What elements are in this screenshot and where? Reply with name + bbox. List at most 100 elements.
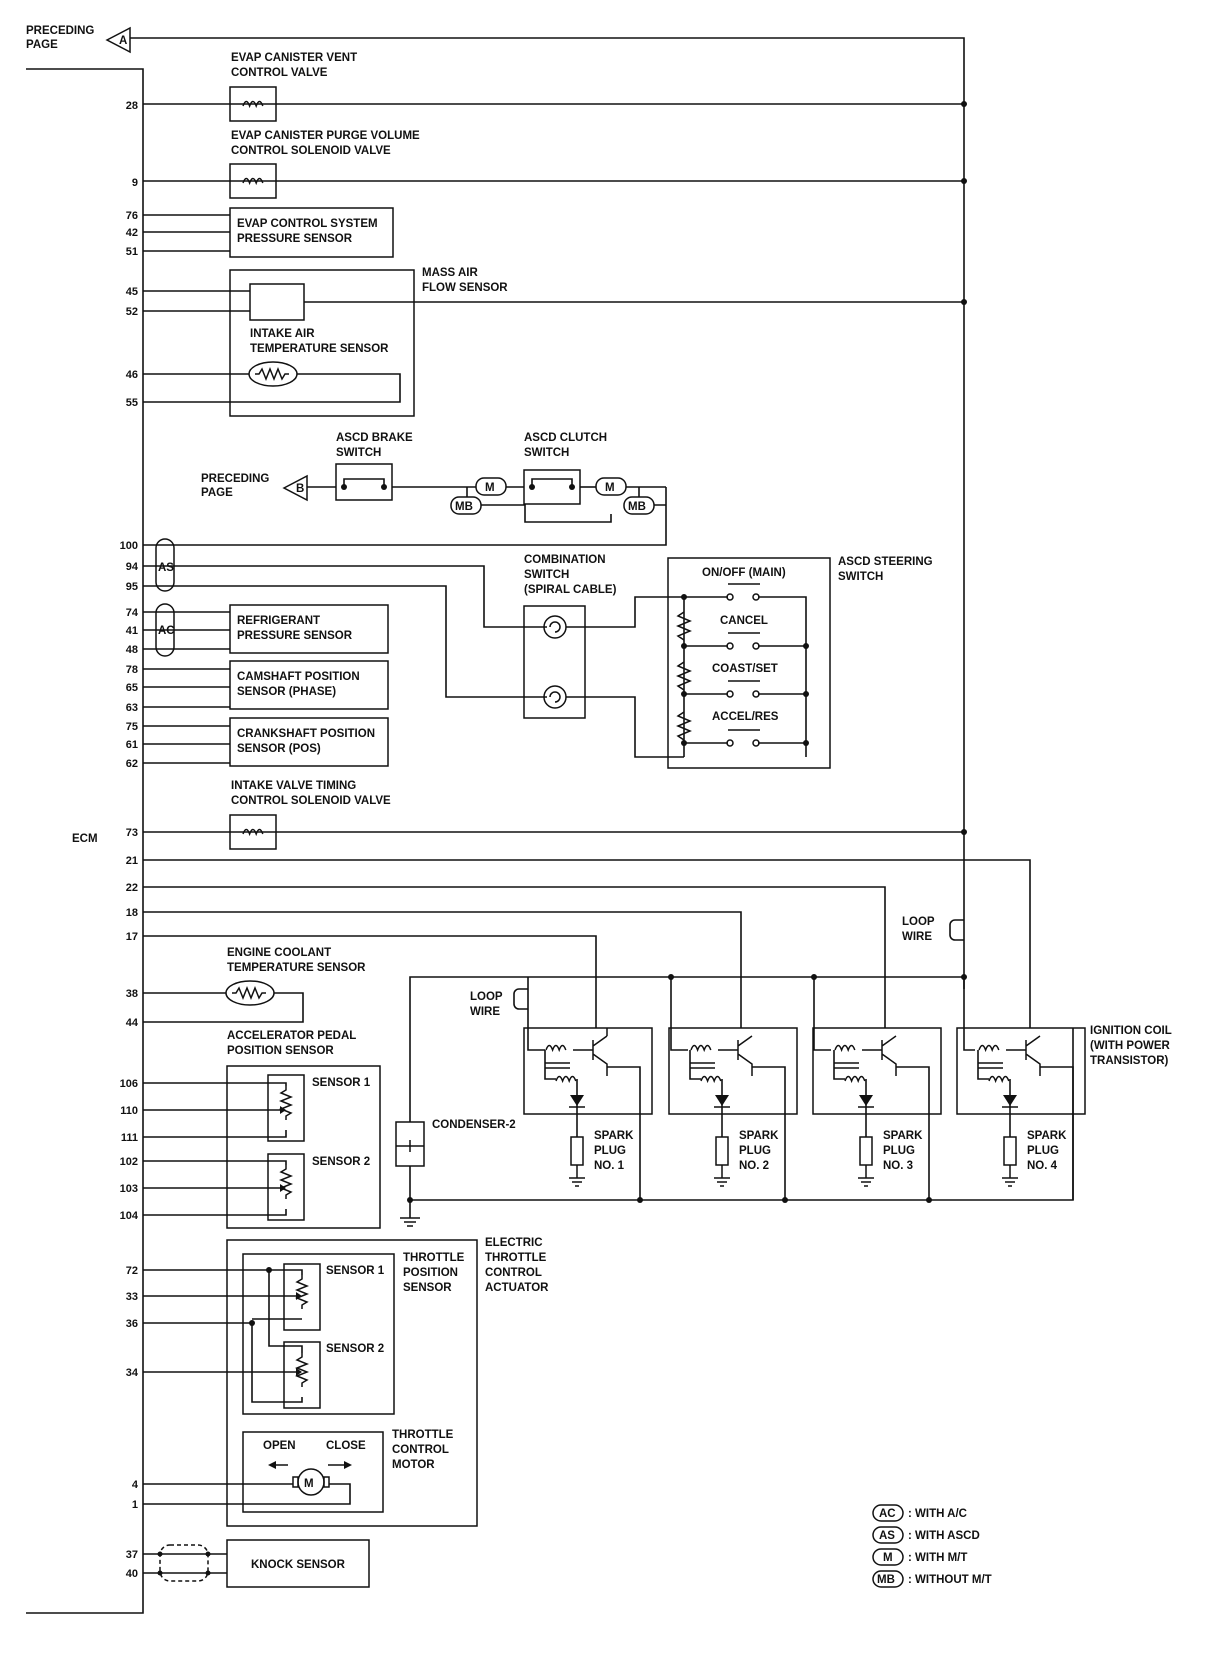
pin-38: 38 xyxy=(126,988,138,1000)
ignition-coil-label2: (WITH POWER xyxy=(1090,1040,1171,1052)
pin-100: 100 xyxy=(120,540,138,552)
ecm-label: ECM xyxy=(72,833,98,845)
ascd-clutch-label1: ASCD CLUTCH xyxy=(524,432,607,444)
accelerator-pedal-position-sensor: ACCELERATOR PEDAL POSITION SENSOR SENSOR… xyxy=(120,1030,381,1229)
maf-label2: FLOW SENSOR xyxy=(422,282,508,294)
tag-m-1: M xyxy=(485,482,495,494)
app-sensor2-label: SENSOR 2 xyxy=(312,1156,370,1168)
intake-valve-label1: INTAKE VALVE TIMING xyxy=(231,780,356,792)
pin-103: 103 xyxy=(120,1183,138,1195)
ignition-coil-label1: IGNITION COIL xyxy=(1090,1025,1172,1037)
motor-label2: CONTROL xyxy=(392,1444,449,1456)
steer-btn-coastset: COAST/SET xyxy=(712,663,778,675)
refrigerant-pressure-sensor: AC 74 41 48 REFRIGERANT PRESSURE SENSOR xyxy=(126,603,389,657)
etc-label3: CONTROL xyxy=(485,1267,542,1279)
engine-coolant-temperature-sensor: ENGINE COOLANT TEMPERATURE SENSOR 38 44 xyxy=(126,947,366,1029)
pin-95: 95 xyxy=(126,581,138,593)
maf-label1: MASS AIR xyxy=(422,267,478,279)
pin-9: 9 xyxy=(132,177,138,189)
camshaft-label1: CAMSHAFT POSITION xyxy=(237,671,360,683)
spark2-l1: SPARK xyxy=(739,1130,779,1142)
spark2-l3: NO. 2 xyxy=(739,1160,769,1172)
camshaft-label2: SENSOR (PHASE) xyxy=(237,686,336,698)
ascd-steering-label1: ASCD STEERING xyxy=(838,556,933,568)
steer-btn-accelres: ACCEL/RES xyxy=(712,711,779,723)
knock-label: KNOCK SENSOR xyxy=(251,1559,346,1571)
pin-41: 41 xyxy=(126,625,138,637)
pin-102: 102 xyxy=(120,1156,138,1168)
iat-label2: TEMPERATURE SENSOR xyxy=(250,343,389,355)
pin-44: 44 xyxy=(126,1017,139,1029)
ect-label1: ENGINE COOLANT xyxy=(227,947,331,959)
crankshaft-position-sensor: CRANKSHAFT POSITION SENSOR (POS) 75 61 6… xyxy=(126,717,389,770)
steer-btn-cancel: CANCEL xyxy=(720,615,768,627)
pin-104: 104 xyxy=(120,1210,139,1222)
motor-label1: THROTTLE xyxy=(392,1429,454,1441)
pin-61: 61 xyxy=(126,739,138,751)
combination-label2: SWITCH xyxy=(524,569,569,581)
loop-wire-label2: WIRE xyxy=(902,931,932,943)
spark1-l1: SPARK xyxy=(594,1130,634,1142)
etc-label4: ACTUATOR xyxy=(485,1282,549,1294)
spark4-l2: PLUG xyxy=(1027,1145,1059,1157)
preceding-a-line2: PAGE xyxy=(26,39,58,51)
ignition-unit-2: SPARK PLUG NO. 2 xyxy=(668,1027,798,1200)
pin-18: 18 xyxy=(126,907,138,919)
ignition-coil-label3: TRANSISTOR) xyxy=(1090,1055,1169,1067)
pin-28: 28 xyxy=(126,100,138,112)
loop-wire2-label1: LOOP xyxy=(470,991,503,1003)
tps-sensor2-label: SENSOR 2 xyxy=(326,1343,384,1355)
pin-110: 110 xyxy=(120,1105,138,1117)
pin-40: 40 xyxy=(126,1568,138,1580)
legend-as-text: : WITH ASCD xyxy=(908,1530,980,1542)
legend-ac-text: : WITH A/C xyxy=(908,1508,967,1520)
pin-36: 36 xyxy=(126,1318,138,1330)
app-label2: POSITION SENSOR xyxy=(227,1045,334,1057)
pin-78: 78 xyxy=(126,664,138,676)
legend-m-tag: M xyxy=(883,1552,893,1564)
pin-48: 48 xyxy=(126,644,138,656)
etc-label1: ELECTRIC xyxy=(485,1237,543,1249)
pin-75: 75 xyxy=(126,721,138,733)
pin-55: 55 xyxy=(126,397,138,409)
mass-air-flow-sensor: MASS AIR FLOW SENSOR 45 52 INTAKE AIR TE… xyxy=(126,267,967,417)
spark1-l2: PLUG xyxy=(594,1145,626,1157)
pin-22: 22 xyxy=(126,882,138,894)
spark1-l3: NO. 1 xyxy=(594,1160,625,1172)
pin-46: 46 xyxy=(126,369,138,381)
legend: AC : WITH A/C AS : WITH ASCD M : WITH M/… xyxy=(872,1504,992,1588)
evap-pressure-sensor: EVAP CONTROL SYSTEM PRESSURE SENSOR 76 4… xyxy=(126,207,394,258)
condenser-2: CONDENSER-2 xyxy=(395,1119,516,1227)
legend-mb-text: : WITHOUT M/T xyxy=(908,1574,992,1586)
ignition-coils: IGNITION COIL (WITH POWER TRANSISTOR) SP… xyxy=(407,1025,1172,1203)
legend-as: AS : WITH ASCD xyxy=(872,1526,980,1544)
pin-1: 1 xyxy=(132,1499,138,1511)
pin-52: 52 xyxy=(126,306,138,318)
preceding-a-tag: A xyxy=(119,35,127,47)
pin-34: 34 xyxy=(126,1367,139,1379)
pin-33: 33 xyxy=(126,1291,138,1303)
intake-valve-label2: CONTROL SOLENOID VALVE xyxy=(231,795,391,807)
combination-label1: COMBINATION xyxy=(524,554,606,566)
tag-as: AS xyxy=(158,562,174,574)
ignition-signal-wires: 21 22 18 17 xyxy=(126,855,1031,1028)
spark2-l2: PLUG xyxy=(739,1145,771,1157)
refrigerant-label2: PRESSURE SENSOR xyxy=(237,630,353,642)
tag-m-2: M xyxy=(605,482,615,494)
tps-label3: SENSOR xyxy=(403,1282,452,1294)
legend-as-tag: AS xyxy=(879,1530,895,1542)
app-label1: ACCELERATOR PEDAL xyxy=(227,1030,356,1042)
evap-pressure-label1: EVAP CONTROL SYSTEM xyxy=(237,218,378,230)
tps-label1: THROTTLE xyxy=(403,1252,465,1264)
loop-wire-label1: LOOP xyxy=(902,916,935,928)
ascd-steering-label2: SWITCH xyxy=(838,571,883,583)
spark4-l1: SPARK xyxy=(1027,1130,1067,1142)
preceding-page-a: PRECEDING PAGE A xyxy=(26,25,965,989)
pin-4: 4 xyxy=(132,1479,139,1491)
legend-m: M : WITH M/T xyxy=(872,1548,967,1566)
tps-sensor1-label: SENSOR 1 xyxy=(326,1265,385,1277)
evap-canister-vent-valve: EVAP CANISTER VENT CONTROL VALVE 28 xyxy=(126,52,967,122)
tps-label2: POSITION xyxy=(403,1267,458,1279)
pin-74: 74 xyxy=(126,607,139,619)
preceding-b-line2: PAGE xyxy=(201,487,233,499)
